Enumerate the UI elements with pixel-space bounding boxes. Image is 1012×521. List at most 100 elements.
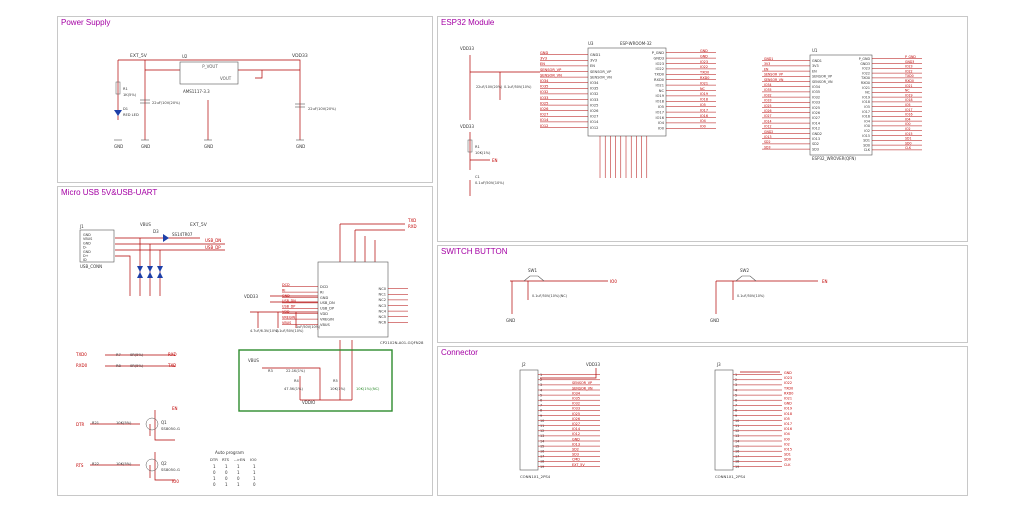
auto-table-header: IO0 (250, 457, 257, 462)
j2-pin-net: EXT_5V (572, 463, 585, 467)
u3-right-net: IO17 (700, 108, 708, 112)
j1-pin-label: ID (83, 258, 87, 262)
sw2-en-net: EN (822, 279, 828, 284)
q1-transistor-icon (145, 417, 159, 431)
sw1-gnd: GND (506, 318, 515, 323)
d3-part: SS14TR07 (172, 232, 193, 237)
u1-right-net: IO22 (905, 69, 913, 73)
auto-table-cell: 1 (237, 464, 240, 469)
j1-pin-label: VBUS (83, 237, 92, 241)
auto-table-header: RTS (222, 457, 230, 462)
vddio-label: VDDIO (302, 400, 315, 405)
r21-ref: R21 (92, 421, 99, 425)
esp32-c1-ref: C1 (475, 175, 480, 179)
u4-pin-label: DCD (320, 285, 328, 289)
u3-pin-label: 3V3 (590, 59, 597, 63)
j2-pin-net: CMD (572, 458, 580, 462)
j2-pin-number: 7 (540, 404, 542, 408)
j3-pin-net: IO16 (784, 427, 792, 431)
switch-components: SW1 0.1uF/50V(10%)(NC) IO0 GND SW2 0.1uF… (506, 268, 828, 323)
r5-value: 10K(1%) (330, 387, 346, 391)
u1-pin-label: IO0 (864, 124, 870, 128)
u1-right-net: IO2 (905, 127, 910, 131)
u3-left-net: SENSOR_VP (540, 68, 562, 72)
j3-pin-net: IO21 (784, 397, 792, 401)
u1-pin-label: 3V3 (812, 64, 819, 68)
j3-ref: J3 (716, 362, 721, 367)
u1-left-net: IO12 (764, 125, 772, 129)
j2-pin-net: IO14 (572, 427, 580, 431)
u1-pin-label: IO2 (864, 129, 870, 133)
esp32-r1-ref: R1 (475, 145, 480, 149)
r3-value: 22.1K(1%) (286, 369, 305, 373)
u4-pin-label: NC0 (379, 287, 387, 291)
auto-table-cell: 1 (225, 464, 228, 469)
u3-right-net: TXD0 (699, 71, 709, 75)
u1-pin-label: IO16 (862, 115, 870, 119)
u3-left-net: IO32 (540, 90, 548, 94)
d3-ref: D3 (153, 229, 159, 234)
j3-pin-number: 14 (735, 439, 739, 443)
u4-pin-label: VDD (320, 312, 328, 316)
u4-pin-label: NC6 (379, 321, 387, 325)
c2-value: 22uF/10V(20%) (152, 101, 181, 105)
j2-ref: J2 (521, 362, 526, 367)
r5-ref: R5 (333, 379, 338, 383)
j2-pin-number: 1 (540, 373, 542, 377)
q1-ref: Q1 (161, 420, 167, 425)
j2-pin-net: GND (572, 437, 580, 441)
uart-txd0-net: TXD0 (75, 352, 87, 357)
u4-part: CP2102N-A01-GQFN28 (380, 340, 424, 345)
u4-left-net: USB_DP (282, 305, 295, 309)
u1-ref: U1 (812, 48, 818, 53)
j2-pin-net: IO25 (572, 412, 580, 416)
j2-pin-number: 10 (540, 419, 544, 423)
u3-ref: U3 (588, 41, 594, 46)
c4-capacitor-icon (295, 103, 305, 108)
u1-pin-label: SD2 (812, 142, 819, 146)
j2-pin-net: IO26 (572, 417, 580, 421)
j3-pin-net: SD0 (784, 458, 791, 462)
j3-pin-number: 10 (735, 419, 739, 423)
q2-io0-net: IO0 (172, 479, 179, 484)
u3-pin-label: IO27 (590, 115, 598, 119)
u4-txd-net: TXD (407, 218, 416, 223)
vbus-divider-highlight-box (238, 349, 393, 412)
u1-left-net: SENSOR_VP (764, 73, 783, 77)
u1-pin-label: IO21 (862, 86, 870, 90)
u1-pin-label: SD3 (812, 147, 819, 151)
usb-vdd33-label: VDD33 (244, 294, 258, 299)
u4-left-net: VREGIN (282, 315, 295, 319)
u1-left-net: IO13 (764, 135, 772, 139)
u2-pin-vout: VOUT (220, 76, 232, 81)
usb-uart-title: Micro USB 5V&USB-UART (61, 188, 158, 197)
r22-ref: R22 (92, 462, 99, 466)
u4-left-net: VBUS (282, 321, 291, 325)
auto-table-cell: 0 (213, 482, 216, 487)
power-gnd-4: GND (296, 144, 305, 149)
u3-pin-label: IO4 (658, 121, 665, 125)
j3-pin-net: IO18 (784, 412, 792, 416)
j1-pin-label: D- (83, 246, 88, 250)
u1-pin-label: SD0 (863, 143, 870, 147)
u3-left-net: EN (540, 62, 545, 66)
auto-table-header: -->EN (234, 457, 245, 462)
u1-pin-label: NC (865, 91, 870, 95)
u4-pin-label: USB_DP (320, 307, 335, 311)
u1-right-net: IO0 (905, 122, 910, 126)
q2-ref: Q2 (161, 461, 167, 466)
j2-pin-net: SD2 (572, 448, 579, 452)
uart-rxd0-net: RXD0 (76, 363, 88, 368)
u1-pin-label: IO5 (864, 105, 870, 109)
j3-part: CONN1X1_2PS4 (715, 474, 746, 479)
u3-pin-label: IO33 (590, 98, 598, 102)
power-supply-panel: Power Supply (57, 16, 433, 183)
j2-pin-net: IO33 (572, 407, 580, 411)
u3-left-net: IO12 (540, 124, 548, 128)
r8-ref: R8 (116, 364, 121, 368)
auto-table-cell: 1 (213, 476, 216, 481)
